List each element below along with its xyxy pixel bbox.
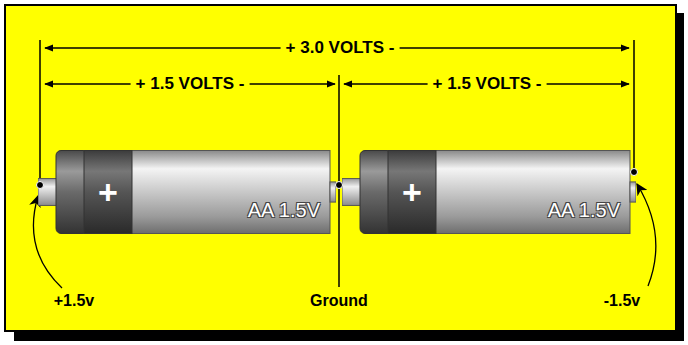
battery-shape — [38, 150, 336, 234]
battery-label: AA 1.5V — [248, 199, 320, 222]
negative-terminal — [630, 182, 636, 202]
positive-terminal — [38, 179, 58, 206]
battery: + AA 1.5V — [38, 150, 336, 234]
voltage-label: -1.5v — [599, 292, 645, 310]
battery-band — [388, 151, 436, 234]
voltage-label: Ground — [305, 292, 373, 310]
extension-line — [633, 40, 635, 172]
voltage-label: + 1.5 VOLTS - — [428, 74, 547, 94]
extension-line — [338, 75, 340, 287]
voltage-label: + 1.5 VOLTS - — [131, 74, 250, 94]
battery-shape — [342, 150, 636, 234]
battery: + AA 1.5V — [342, 150, 636, 234]
polarity-mark: + — [98, 173, 118, 212]
extension-line — [39, 40, 41, 185]
polarity-mark: + — [402, 173, 422, 212]
positive-terminal — [342, 179, 362, 206]
negative-terminal — [330, 182, 336, 202]
terminal-dot — [336, 182, 343, 189]
voltage-label: + 3.0 VOLTS - — [281, 38, 400, 58]
battery-body — [130, 151, 330, 234]
frame — [5, 5, 676, 331]
voltage-label: +1.5v — [49, 292, 99, 310]
battery-cap — [56, 151, 88, 234]
terminal-dot — [631, 169, 638, 176]
battery-cap — [360, 151, 392, 234]
leader-line — [637, 184, 656, 286]
battery-body — [434, 151, 630, 234]
battery-band — [84, 151, 132, 234]
battery-label: AA 1.5V — [548, 199, 620, 222]
